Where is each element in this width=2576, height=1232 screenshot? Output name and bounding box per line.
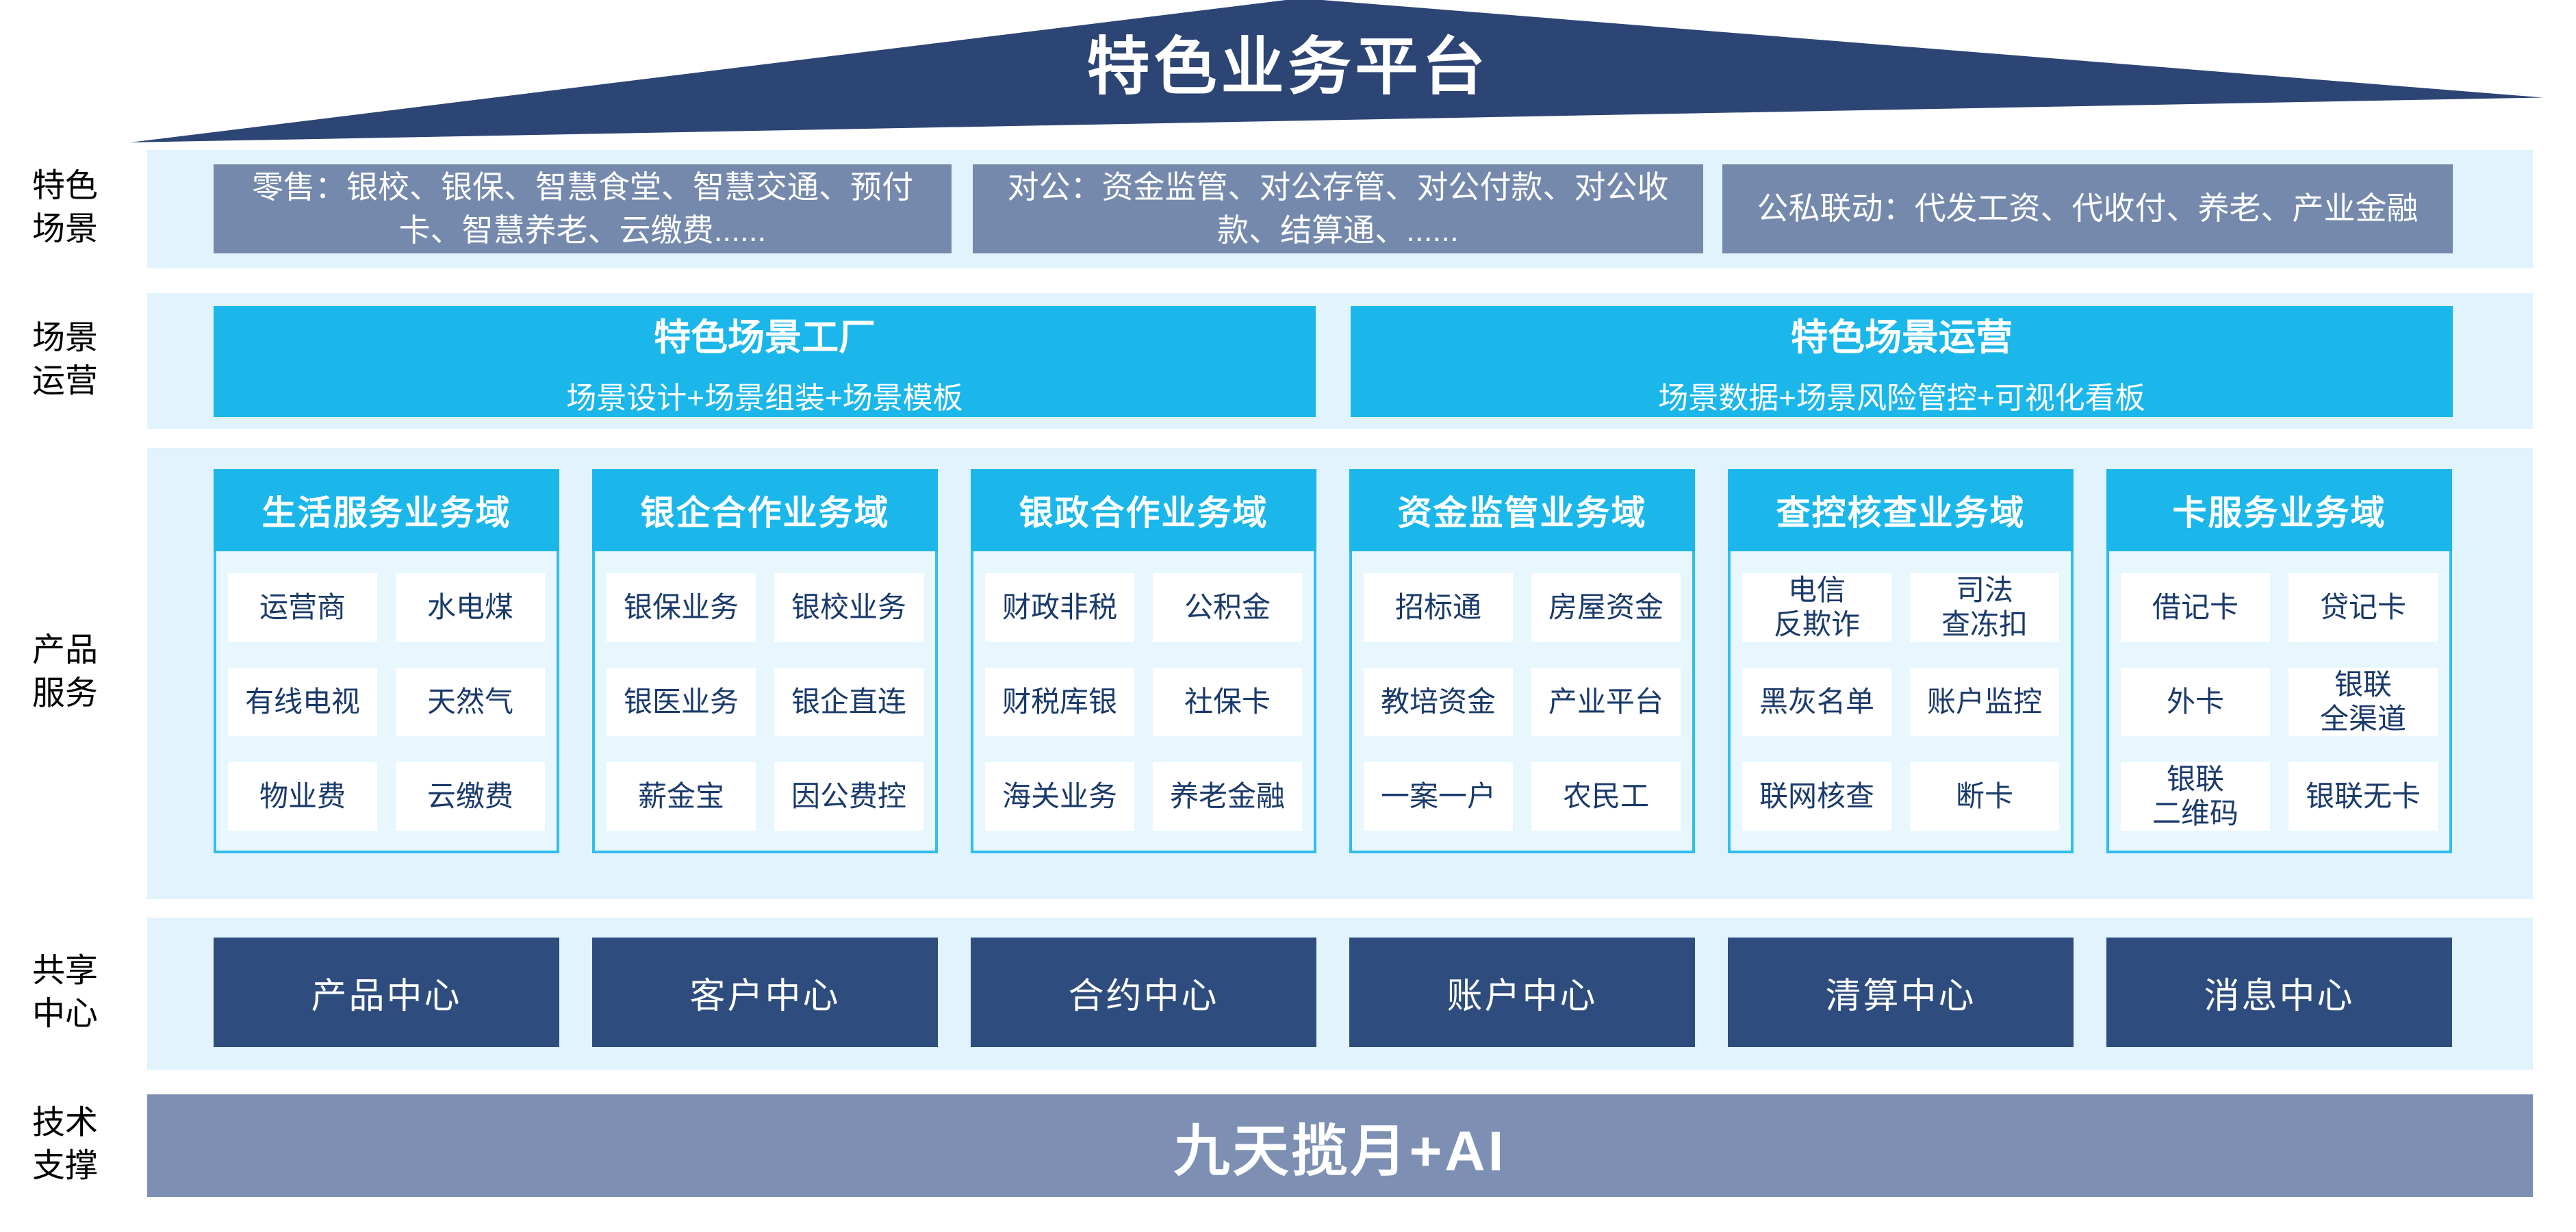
op-box-scene-operation: 特色场景运营 场景数据+场景风险管控+可视化看板 — [1351, 306, 2453, 417]
domain-cell: 房屋资金 — [1531, 573, 1681, 642]
domain-header: 资金监管业务域 — [1349, 469, 1695, 551]
center-box-customer: 客户中心 — [592, 938, 938, 1047]
domain-cell: 运营商 — [228, 573, 377, 642]
domain-cell: 农民工 — [1531, 762, 1681, 831]
domain-cell: 招标通 — [1364, 573, 1513, 642]
op-box-title: 特色场景运营 — [1791, 316, 2013, 358]
center-box-contract: 合约中心 — [971, 938, 1316, 1047]
band-operations: 特色场景工厂 场景设计+场景组装+场景模板 特色场景运营 场景数据+场景风险管控… — [147, 293, 2533, 429]
domain-cell: 断卡 — [1910, 762, 2059, 831]
domain-cell: 电信 反欺诈 — [1742, 573, 1891, 642]
domain-header: 银政合作业务域 — [971, 469, 1316, 551]
domain-column-fund-supervision: 资金监管业务域 招标通 房屋资金 教培资金 产业平台 一案一户 农民工 — [1349, 469, 1695, 853]
domain-header: 银企合作业务域 — [592, 469, 938, 551]
domain-cell: 银联 全渠道 — [2288, 668, 2438, 736]
center-box-clearing: 清算中心 — [1728, 938, 2074, 1047]
domain-cell: 有线电视 — [228, 668, 377, 736]
domain-cell: 财政非税 — [985, 573, 1134, 642]
domain-header: 卡服务业务域 — [2106, 469, 2452, 551]
rail-label-tech: 技术 支撑 — [31, 1105, 98, 1185]
rail-label-products: 产品 服务 — [31, 632, 98, 712]
domain-cell: 天然气 — [396, 668, 545, 736]
domain-cell: 云缴费 — [396, 762, 545, 831]
domain-cell: 教培资金 — [1364, 668, 1513, 736]
domain-cell: 财税库银 — [985, 668, 1134, 736]
domain-cell: 物业费 — [228, 762, 377, 831]
op-box-scene-factory: 特色场景工厂 场景设计+场景组装+场景模板 — [214, 306, 1316, 417]
domain-cell: 因公费控 — [774, 762, 923, 831]
domain-cell: 司法 查冻扣 — [1910, 573, 2059, 642]
domain-cell: 一案一户 — [1364, 762, 1513, 831]
domain-cell: 产业平台 — [1531, 668, 1681, 736]
domain-cell: 黑灰名单 — [1742, 668, 1891, 736]
page-title: 特色业务平台 — [1086, 32, 1490, 102]
domain-cell: 银保业务 — [607, 573, 756, 642]
domain-column-life-services: 生活服务业务域 运营商 水电煤 有线电视 天然气 物业费 云缴费 — [214, 469, 559, 853]
band-products: 生活服务业务域 运营商 水电煤 有线电视 天然气 物业费 云缴费 银企合作业务域… — [147, 448, 2533, 899]
domain-cell: 借记卡 — [2121, 573, 2270, 642]
domain-cell: 水电煤 — [396, 573, 545, 642]
domain-cell: 海关业务 — [985, 762, 1134, 831]
domain-cell: 银联 二维码 — [2121, 762, 2270, 831]
domain-cell: 银医业务 — [607, 668, 756, 736]
domain-cell: 账户监控 — [1910, 668, 2059, 736]
domain-cell: 薪金宝 — [607, 762, 756, 831]
domain-cell: 贷记卡 — [2288, 573, 2438, 642]
scene-box-linkage: 公私联动：代发工资、代收付、养老、产业金融 — [1722, 164, 2453, 253]
op-box-subtitle: 场景设计+场景组装+场景模板 — [566, 381, 963, 415]
tech-support-bar: 九天揽月+AI — [147, 1094, 2533, 1197]
domain-column-bank-government: 银政合作业务域 财政非税 公积金 财税库银 社保卡 海关业务 养老金融 — [971, 469, 1316, 853]
op-box-title: 特色场景工厂 — [654, 316, 876, 358]
domain-column-bank-enterprise: 银企合作业务域 银保业务 银校业务 银医业务 银企直连 薪金宝 因公费控 — [592, 469, 938, 853]
domain-cell: 银企直连 — [774, 668, 923, 736]
rail-label-scenes: 特色 场景 — [31, 168, 98, 248]
domain-cell: 外卡 — [2121, 668, 2270, 736]
domain-column-inquiry-verification: 查控核查业务域 电信 反欺诈 司法 查冻扣 黑灰名单 账户监控 联网核查 断卡 — [1728, 469, 2074, 853]
center-box-product: 产品中心 — [214, 938, 559, 1047]
domain-cell: 公积金 — [1153, 573, 1302, 642]
band-centers: 产品中心 客户中心 合约中心 账户中心 清算中心 消息中心 — [147, 918, 2533, 1070]
center-box-account: 账户中心 — [1349, 938, 1695, 1047]
domain-cell: 养老金融 — [1153, 762, 1302, 831]
center-box-message: 消息中心 — [2106, 938, 2452, 1047]
scene-box-retail: 零售：银校、银保、智慧食堂、智慧交通、预付卡、智慧养老、云缴费...... — [214, 164, 952, 253]
rail-label-ops: 场景 运营 — [31, 320, 98, 400]
domain-header: 生活服务业务域 — [214, 469, 559, 551]
rail-label-centers: 共享 中心 — [31, 953, 98, 1033]
domain-header: 查控核查业务域 — [1728, 469, 2074, 551]
domain-cell: 银联无卡 — [2288, 762, 2438, 831]
domain-column-card-services: 卡服务业务域 借记卡 贷记卡 外卡 银联 全渠道 银联 二维码 银联无卡 — [2106, 469, 2452, 853]
domain-cell: 银校业务 — [774, 573, 923, 642]
domain-cell: 社保卡 — [1153, 668, 1302, 736]
op-box-subtitle: 场景数据+场景风险管控+可视化看板 — [1658, 381, 2145, 415]
band-scenes: 零售：银校、银保、智慧食堂、智慧交通、预付卡、智慧养老、云缴费...... 对公… — [147, 150, 2533, 268]
domain-cell: 联网核查 — [1742, 762, 1891, 831]
scene-box-corporate: 对公：资金监管、对公存管、对公付款、对公收款、结算通、...... — [973, 164, 1703, 253]
